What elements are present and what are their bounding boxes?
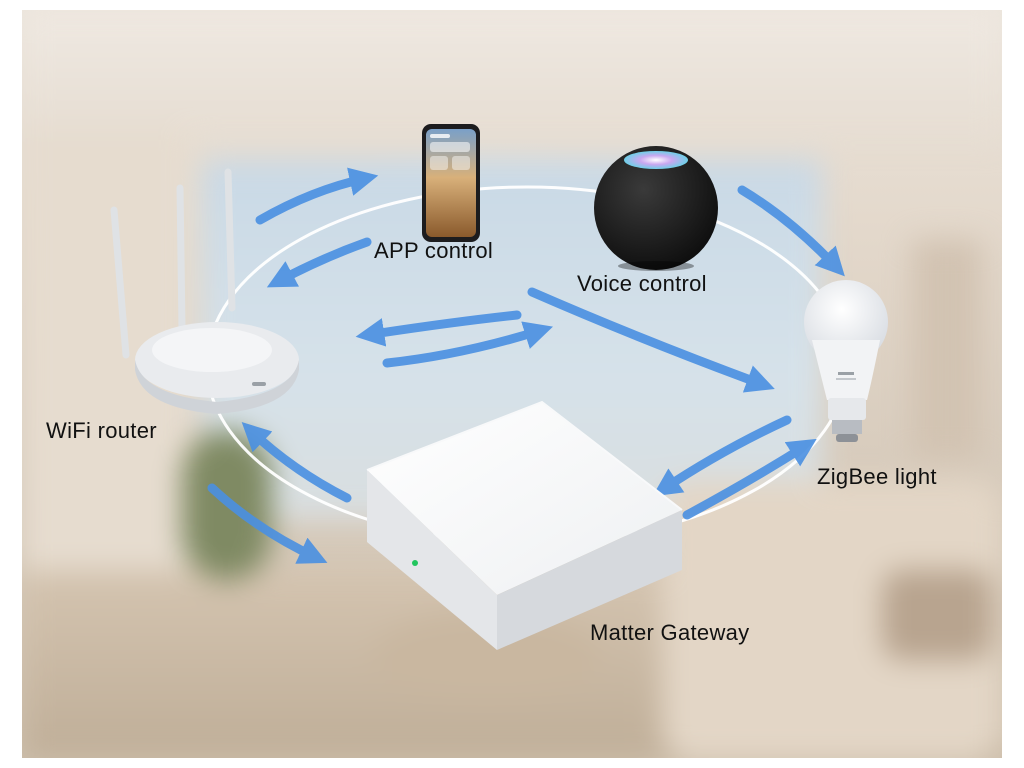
light-bulb-icon xyxy=(804,280,888,442)
data-flow-arrows xyxy=(207,167,845,564)
arrow-gateway-to-router xyxy=(241,422,352,503)
label-wifi-router: WiFi router xyxy=(46,418,157,443)
label-matter-gateway: Matter Gateway xyxy=(590,620,750,645)
diagram-overlay xyxy=(110,124,888,650)
arrow-light-to-gateway xyxy=(652,415,792,497)
room-sofa-pillow xyxy=(882,570,992,660)
smartphone-icon xyxy=(422,124,480,242)
arrow-center-to-router xyxy=(355,310,522,347)
arrow-router-to-gateway xyxy=(207,483,328,564)
arrow-center-to-light xyxy=(527,287,775,393)
gateway-hub-icon xyxy=(366,400,683,650)
arrow-app-to-router xyxy=(266,237,372,288)
wifi-router-icon xyxy=(110,168,299,414)
label-app-control: APP control xyxy=(374,238,494,263)
arrow-voice-to-light xyxy=(737,185,845,277)
arrow-router-to-center xyxy=(382,321,553,368)
label-zigbee-light: ZigBee light xyxy=(817,464,937,489)
room-lamp xyxy=(912,240,982,460)
smart-home-diagram: APP control Voice control WiFi router Zi… xyxy=(22,10,1002,758)
label-voice-control: Voice control xyxy=(577,271,707,296)
room-ceiling xyxy=(22,10,1002,140)
gateway-led-icon xyxy=(412,560,418,566)
smart-speaker-icon xyxy=(594,146,718,271)
arrow-router-to-app xyxy=(255,167,379,225)
arrow-gateway-to-light xyxy=(682,438,817,520)
